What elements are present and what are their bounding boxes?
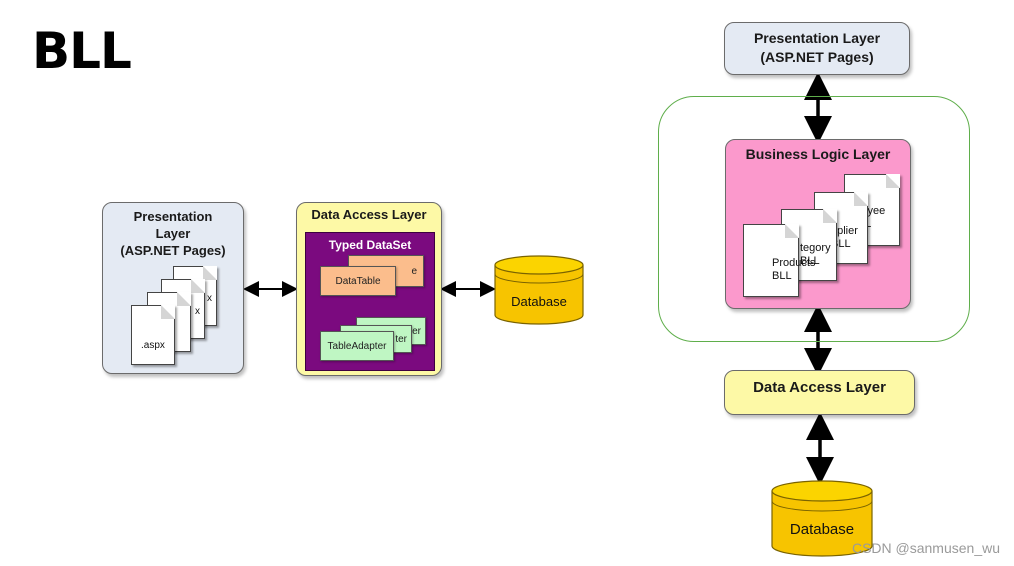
left-dal-title: Data Access Layer — [311, 207, 427, 222]
page-title: BLL — [32, 22, 132, 80]
left-presentation-line3: (ASP.NET Pages) — [120, 243, 226, 258]
left-data-access-layer: Data Access Layer Typed DataSet e DataTa… — [296, 202, 442, 376]
typed-dataset-label: Typed DataSet — [328, 238, 412, 252]
right-presentation-line1: Presentation Layer — [753, 30, 881, 46]
left-presentation-layer: Presentation Layer (ASP.NET Pages) x x .… — [102, 202, 244, 374]
right-presentation-line2: (ASP.NET Pages) — [760, 49, 874, 65]
left-presentation-line2: Layer — [155, 226, 191, 241]
right-database-label: Database — [789, 521, 855, 538]
datatable-card: DataTable — [320, 266, 396, 296]
right-presentation-layer: Presentation Layer (ASP.NET Pages) — [724, 22, 910, 75]
left-database-label: Database — [511, 294, 567, 309]
left-presentation-line1: Presentation — [133, 209, 213, 224]
database-cylinder-icon-right — [771, 480, 873, 557]
bll-group-container — [658, 96, 970, 342]
left-database: Database — [494, 255, 584, 325]
watermark: CSDN @sanmusen_wu — [851, 540, 1000, 556]
aspx-document-front: .aspx — [131, 305, 175, 365]
right-data-access-layer: Data Access Layer — [724, 370, 915, 415]
right-dal-title: Data Access Layer — [753, 379, 886, 396]
typed-dataset-panel: Typed DataSet e DataTable ter ter TableA… — [305, 232, 435, 371]
right-database: Database — [771, 480, 873, 558]
tableadapter-card: TableAdapter — [320, 331, 394, 361]
database-cylinder-icon — [494, 255, 584, 325]
bll-title: Business Logic Layer — [745, 146, 891, 162]
